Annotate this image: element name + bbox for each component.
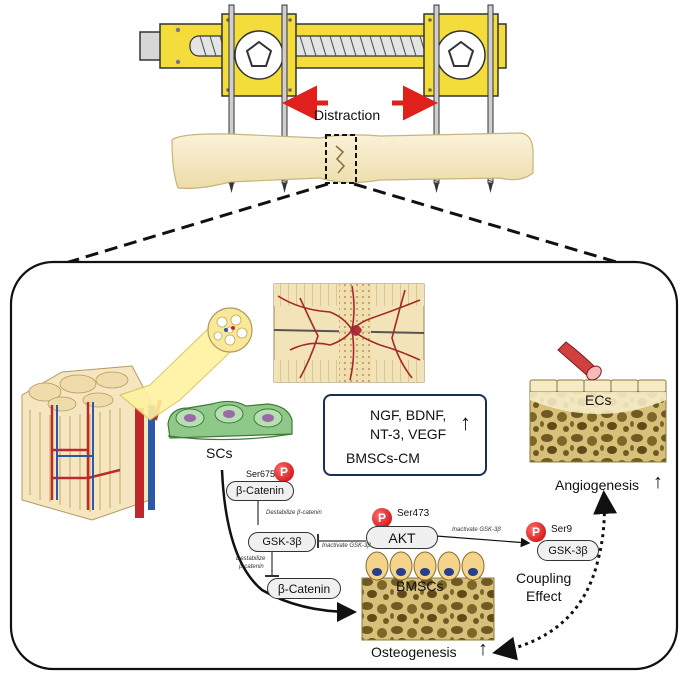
gsk3b-right-node: GSK-3β xyxy=(537,540,599,561)
factors-up-arrow: ↑ xyxy=(460,410,471,435)
factors-line-2: NT-3, VEGF xyxy=(370,426,447,442)
akt-node: AKT xyxy=(366,526,438,549)
left-bolt-icon xyxy=(245,40,273,67)
angiogenesis-up-arrow: ↑ xyxy=(653,471,663,493)
osteotomy-line xyxy=(335,145,346,174)
osteogenesis-label: Osteogenesis xyxy=(371,644,457,660)
schwann-cells xyxy=(167,400,293,441)
beta-catenin-top-node: β-Catenin xyxy=(226,481,294,501)
ser675-label: Ser675 xyxy=(246,469,276,479)
destabilize-left-line-1: Destabilize xyxy=(236,556,266,562)
right-bolt-icon xyxy=(447,40,475,67)
endothelial-bone-tile xyxy=(529,379,667,463)
angiogenesis-label: Angiogenesis xyxy=(555,477,640,493)
ecs-label: ECs xyxy=(585,392,612,408)
bmscs-cm-box xyxy=(323,394,487,476)
blood-vessel-icon xyxy=(557,341,602,381)
coupling-dotted-arrow xyxy=(492,490,618,661)
inactivate-left-label: Inactivate GSK-3β xyxy=(322,543,371,549)
phospho-ser473-icon: P xyxy=(372,508,392,528)
bmscs-label: BMSCs xyxy=(396,578,444,594)
bmscs-bone-tile xyxy=(361,551,495,641)
scs-label: SCs xyxy=(206,445,233,461)
destabilize-top-label: Destabilize β-catenin xyxy=(266,510,322,516)
effect-label: Effect xyxy=(526,588,562,604)
beta-catenin-bottom-node: β-Catenin xyxy=(267,578,341,599)
ser473-label: Ser473 xyxy=(397,508,430,519)
bmscs-cm-label: BMSCs-CM xyxy=(346,450,420,466)
external-fixator xyxy=(139,4,507,193)
zoom-line-left xyxy=(61,182,329,266)
zoom-box xyxy=(325,134,357,184)
gsk3b-left-node: GSK-3β xyxy=(248,532,316,552)
zoom-line-right xyxy=(353,182,624,266)
inactivate-right-label: Inactivate GSK-3β xyxy=(452,527,501,533)
factors-line-1: NGF, BDNF, xyxy=(370,407,447,423)
distraction-label: Distraction xyxy=(314,107,381,123)
fixator-end-cap xyxy=(139,31,163,61)
regenerate-bone-tile xyxy=(273,283,425,383)
coupling-label: Coupling xyxy=(516,570,572,586)
destabilize-left-line-2: β-catenin xyxy=(239,564,264,570)
nerve-bone-illustration xyxy=(21,307,253,521)
osteogenesis-up-arrow: ↑ xyxy=(478,638,488,660)
phospho-ser9-icon: P xyxy=(526,522,546,542)
phospho-ser675-icon: P xyxy=(274,462,294,482)
bone-shaft xyxy=(171,132,534,189)
scs-to-bmscs-arrow xyxy=(220,469,357,622)
ser9-label: Ser9 xyxy=(551,524,573,535)
